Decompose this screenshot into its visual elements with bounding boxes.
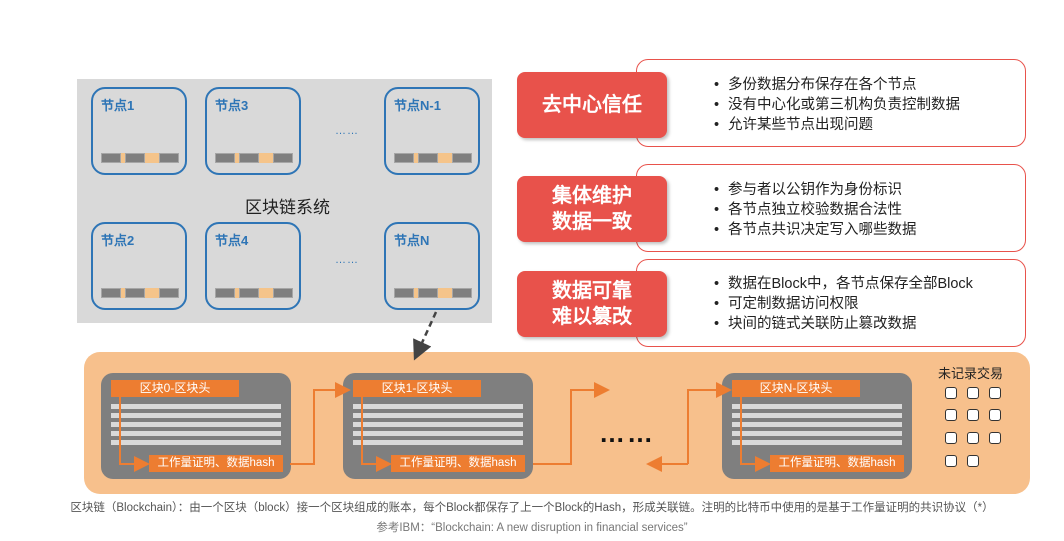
feature-title-reliability: 数据可靠 难以篡改 — [517, 271, 667, 337]
pending-transaction — [945, 409, 957, 421]
node-n-minus-1: 节点N-1 — [384, 87, 480, 175]
block1-internal-link — [361, 390, 392, 472]
mini-chain — [215, 288, 293, 298]
feature-list-reliability: 数据在Block中，各节点保存全部Block 可定制数据访问权限 块间的链式关联… — [714, 274, 973, 334]
feature-point: 各节点共识决定写入哪些数据 — [714, 220, 917, 240]
blockn-internal-link — [740, 390, 771, 472]
system-label: 区块链系统 — [245, 198, 330, 217]
block-0: 区块0-区块头 工作量证明、数据hash — [101, 373, 291, 479]
feature-title-consistency: 集体维护 数据一致 — [517, 176, 667, 242]
block-proof: 工作量证明、数据hash — [391, 455, 525, 472]
feature-point: 块间的链式关联防止篡改数据 — [714, 314, 973, 334]
block-header: 区块N-区块头 — [732, 380, 860, 397]
node-2: 节点2 — [91, 222, 187, 310]
block-1: 区块1-区块头 工作量证明、数据hash — [343, 373, 533, 479]
blockchain-network-panel: 节点1 节点3 节点N-1 节点2 节点4 节点N …… …… 区块链系统 — [77, 79, 492, 323]
node-1: 节点1 — [91, 87, 187, 175]
nodes-ellipsis: …… — [335, 125, 359, 137]
pending-transaction — [967, 455, 979, 467]
block-n: 区块N-区块头 工作量证明、数据hash — [722, 373, 912, 479]
unrecorded-transactions-label: 未记录交易 — [938, 366, 1004, 381]
pending-transaction — [945, 432, 957, 444]
node-label: 节点N-1 — [394, 98, 441, 113]
pending-transaction — [945, 455, 957, 467]
feature-list-consistency: 参与者以公钥作为身份标识 各节点独立校验数据合法性 各节点共识决定写入哪些数据 — [714, 180, 917, 240]
pending-transaction — [967, 387, 979, 399]
node-3: 节点3 — [205, 87, 301, 175]
block-header: 区块0-区块头 — [111, 380, 239, 397]
feature-list-decentralized: 多份数据分布保存在各个节点 没有中心化或第三机构负责控制数据 允许某些节点出现问… — [714, 75, 960, 135]
node-label: 节点3 — [215, 98, 249, 113]
feature-point: 各节点独立校验数据合法性 — [714, 200, 917, 220]
pending-transaction — [967, 432, 979, 444]
chain-ellipsis: …… — [599, 418, 655, 448]
node-to-chain-link — [413, 311, 438, 361]
node-n: 节点N — [384, 222, 480, 310]
block-header: 区块1-区块头 — [353, 380, 481, 397]
node-label: 节点N — [394, 233, 430, 248]
block-proof: 工作量证明、数据hash — [149, 455, 283, 472]
pending-transaction — [989, 432, 1001, 444]
mini-chain — [101, 153, 179, 163]
block0-internal-link — [119, 390, 150, 472]
node-label: 节点4 — [215, 233, 249, 248]
mini-chain — [101, 288, 179, 298]
node-4: 节点4 — [205, 222, 301, 310]
node-label: 节点2 — [101, 233, 135, 248]
pending-transaction — [989, 409, 1001, 421]
pending-transaction — [945, 387, 957, 399]
feature-point: 多份数据分布保存在各个节点 — [714, 75, 960, 95]
mini-chain — [394, 153, 472, 163]
feature-point: 参与者以公钥作为身份标识 — [714, 180, 917, 200]
reference: 参考IBM：“Blockchain: A new disruption in f… — [376, 522, 688, 534]
mini-chain — [215, 153, 293, 163]
feature-title-decentralized: 去中心信任 — [517, 72, 667, 138]
nodes-ellipsis: …… — [335, 254, 359, 266]
feature-point: 可定制数据访问权限 — [714, 294, 973, 314]
block1-to-next-link — [533, 382, 610, 465]
pending-transaction — [967, 409, 979, 421]
feature-point: 允许某些节点出现问题 — [714, 115, 960, 135]
feature-point: 没有中心化或第三机构负责控制数据 — [714, 95, 960, 115]
block0-to-block1-link — [290, 382, 351, 465]
pending-transaction — [989, 387, 1001, 399]
block-proof: 工作量证明、数据hash — [770, 455, 904, 472]
caption: 区块链（Blockchain）：由一个区块（block）接一个区块组成的账本，每… — [70, 502, 994, 514]
mini-chain — [394, 288, 472, 298]
feature-point: 数据在Block中，各节点保存全部Block — [714, 274, 973, 294]
node-label: 节点1 — [101, 98, 135, 113]
prev-to-blockn-link — [687, 382, 732, 464]
